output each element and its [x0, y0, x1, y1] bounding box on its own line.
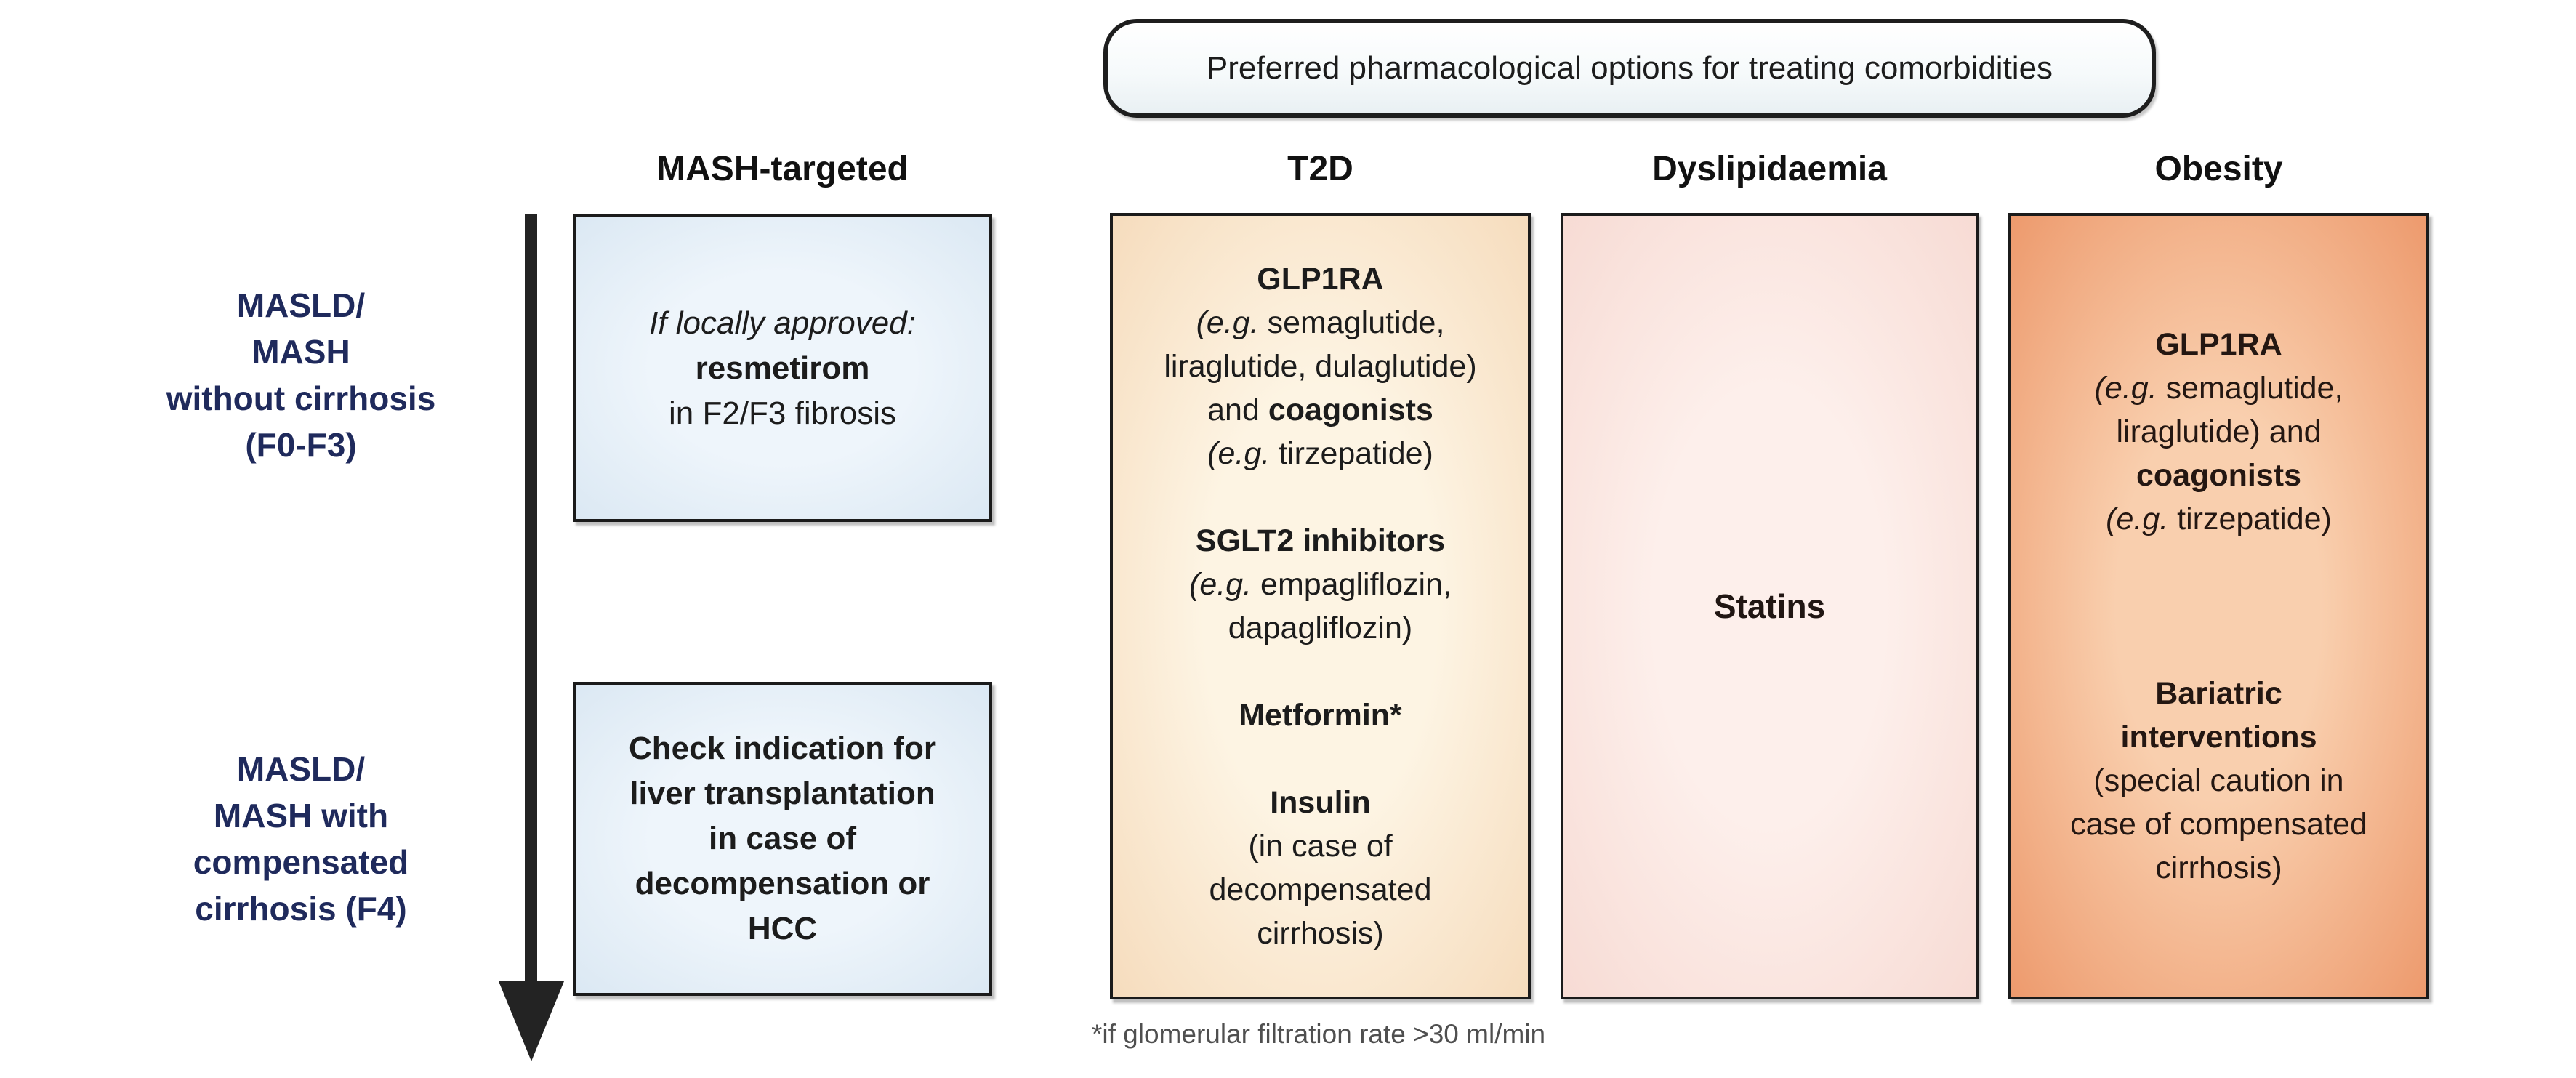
text-line: cirrhosis (F4): [195, 890, 407, 928]
box-mash-targeted-noncirrhosis: If locally approved: resmetirom in F2/F3 f…: [573, 214, 992, 522]
text-line: without cirrhosis: [166, 379, 436, 417]
text-line: MASLD/: [236, 750, 366, 788]
text-line: Metformin*: [1239, 698, 1402, 733]
row-label-masld-compensated-cirrhosis: MASLD/MASH with compensated cirrhosis (F4): [79, 746, 523, 932]
text-line: GLP1RA: [1257, 262, 1384, 297]
text-line: [1316, 650, 1325, 693]
text-line: resmetirom: [695, 350, 870, 386]
box-dyslipidaemia-options: Statins: [1561, 213, 1979, 999]
text-line: (F0-F3): [245, 426, 357, 464]
text-line: Bariatric: [2155, 676, 2282, 711]
text-line: Insulin: [1270, 785, 1371, 820]
text-line: liraglutide) and: [2116, 414, 2322, 449]
footnote-metformin-gfr: *if glomerular filtration rate >30 ml/mi…: [1092, 1019, 1546, 1049]
banner-preferred-options: Preferred pharmacological options for tr…: [1103, 19, 2156, 118]
text-line: (e.g. semaglutide,: [1196, 305, 1445, 340]
column-header-mash-targeted: MASH-targeted: [656, 149, 909, 188]
column-header-obesity: Obesity: [2154, 149, 2283, 188]
text-line: (e.g. semaglutide,: [2094, 371, 2343, 406]
text-line: dapagliflozin): [1228, 611, 1413, 645]
text-line: SGLT2 inhibitors: [1195, 523, 1446, 558]
text-line: and coagonists: [1207, 393, 1433, 427]
text-line: compensated: [193, 843, 409, 881]
column-header-dyslipidaemia: Dyslipidaemia: [1652, 149, 1887, 188]
text-line: [2215, 541, 2223, 584]
text-line: (e.g. empagliflozin,: [1189, 567, 1452, 602]
box-t2d-options: GLP1RA (e.g. semaglutide, liraglutide, dul…: [1110, 213, 1531, 999]
text-line: case of compensated: [2070, 807, 2367, 842]
text-line: (e.g. tirzepatide): [2106, 502, 2332, 536]
text-line: HCC: [747, 911, 818, 946]
text-line: [1316, 737, 1325, 781]
text-line: liver transplantation: [629, 776, 935, 811]
text-line: in case of: [709, 821, 856, 856]
text-line: MASLD/: [236, 286, 366, 324]
text-line: [2215, 584, 2223, 628]
text-line: Check indication for: [629, 731, 936, 766]
text-line: [2215, 628, 2223, 672]
down-arrow-shaft-icon: [525, 214, 537, 984]
box-mash-targeted-cirrhosis: Check indication for liver transplantatio…: [573, 682, 992, 996]
text-line: If locally approved:: [649, 305, 916, 341]
text-line: cirrhosis): [2155, 850, 2282, 885]
text-line: decompensation or: [635, 866, 930, 901]
box-obesity-options: GLP1RA (e.g. semaglutide, liraglutide) and…: [2008, 213, 2429, 999]
text-line: (e.g. tirzepatide): [1207, 436, 1433, 471]
text-line: GLP1RA: [2155, 327, 2282, 362]
text-line: MASH with: [213, 797, 389, 834]
text-line: (in case of: [1248, 829, 1393, 864]
text-line: MASH: [251, 333, 350, 371]
down-arrow-head-icon: [499, 981, 564, 1061]
text-line: in F2/F3 fibrosis: [669, 395, 896, 431]
text-line: (special caution in: [2093, 763, 2344, 798]
row-label-masld-without-cirrhosis: MASLD/MASH without cirrhosis (F0-F3): [79, 282, 523, 468]
statins-label: Statins: [1713, 587, 1826, 625]
column-header-t2d: T2D: [1287, 149, 1353, 188]
text-line: liraglutide, dulaglutide): [1164, 349, 1477, 384]
banner-title: Preferred pharmacological options for tr…: [1206, 50, 2053, 86]
text-line: coagonists: [2136, 458, 2301, 493]
text-line: [1316, 475, 1325, 519]
text-line: interventions: [2120, 720, 2317, 755]
text-line: decompensated: [1209, 872, 1432, 907]
text-line: cirrhosis): [1257, 916, 1384, 951]
